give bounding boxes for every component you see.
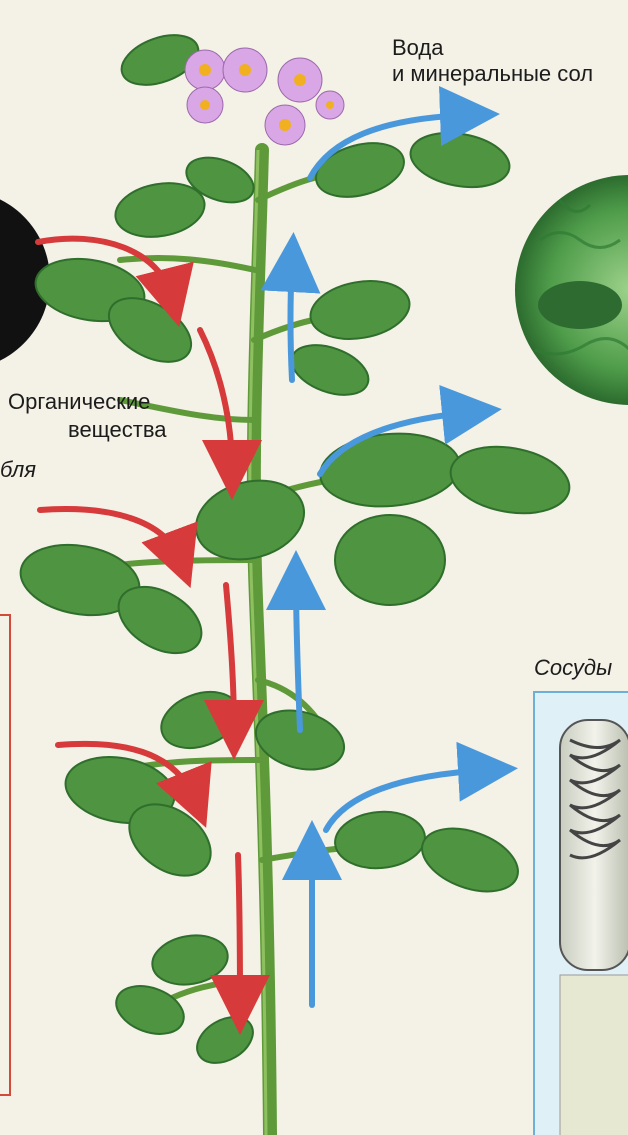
organic-label-line1: Органические (8, 390, 150, 414)
vessels-label: Сосуды (534, 656, 612, 680)
leaf-icon (310, 134, 410, 206)
red-arrow-icon (200, 330, 232, 470)
main-stem (254, 150, 270, 1135)
flower-icon (278, 58, 322, 102)
blue-arrow-icon (291, 262, 293, 380)
flower-icon (316, 91, 344, 119)
leaf-icon (413, 817, 526, 904)
stem-label-fragment: бля (0, 458, 36, 482)
flower-icon (185, 50, 225, 90)
red-arrow-icon (238, 855, 240, 1005)
leaf-icon (333, 808, 428, 872)
flower-icon (223, 48, 267, 92)
leaf-icon (317, 428, 463, 512)
leaf-icon (445, 438, 574, 522)
leaf-icon (335, 515, 445, 605)
leaf-icon (110, 977, 191, 1042)
leaf-icon (285, 336, 375, 405)
vessel-tube-lower (560, 975, 628, 1135)
leaf-icon (306, 274, 414, 347)
blue-arrow-icon (296, 580, 300, 730)
water-label-line1: Вода (392, 36, 444, 60)
leaf-icon (406, 126, 514, 195)
water-label-line2: и минеральные сол (392, 62, 593, 86)
flower-icon (265, 105, 305, 145)
left-info-box (0, 615, 10, 1095)
organic-label-line2: вещества (68, 418, 167, 442)
chloroplast-shape (538, 281, 622, 329)
leaf-icon (187, 469, 313, 571)
flower-icon (187, 87, 223, 123)
leaf-icon (189, 1008, 261, 1073)
flower-cluster (185, 48, 344, 145)
